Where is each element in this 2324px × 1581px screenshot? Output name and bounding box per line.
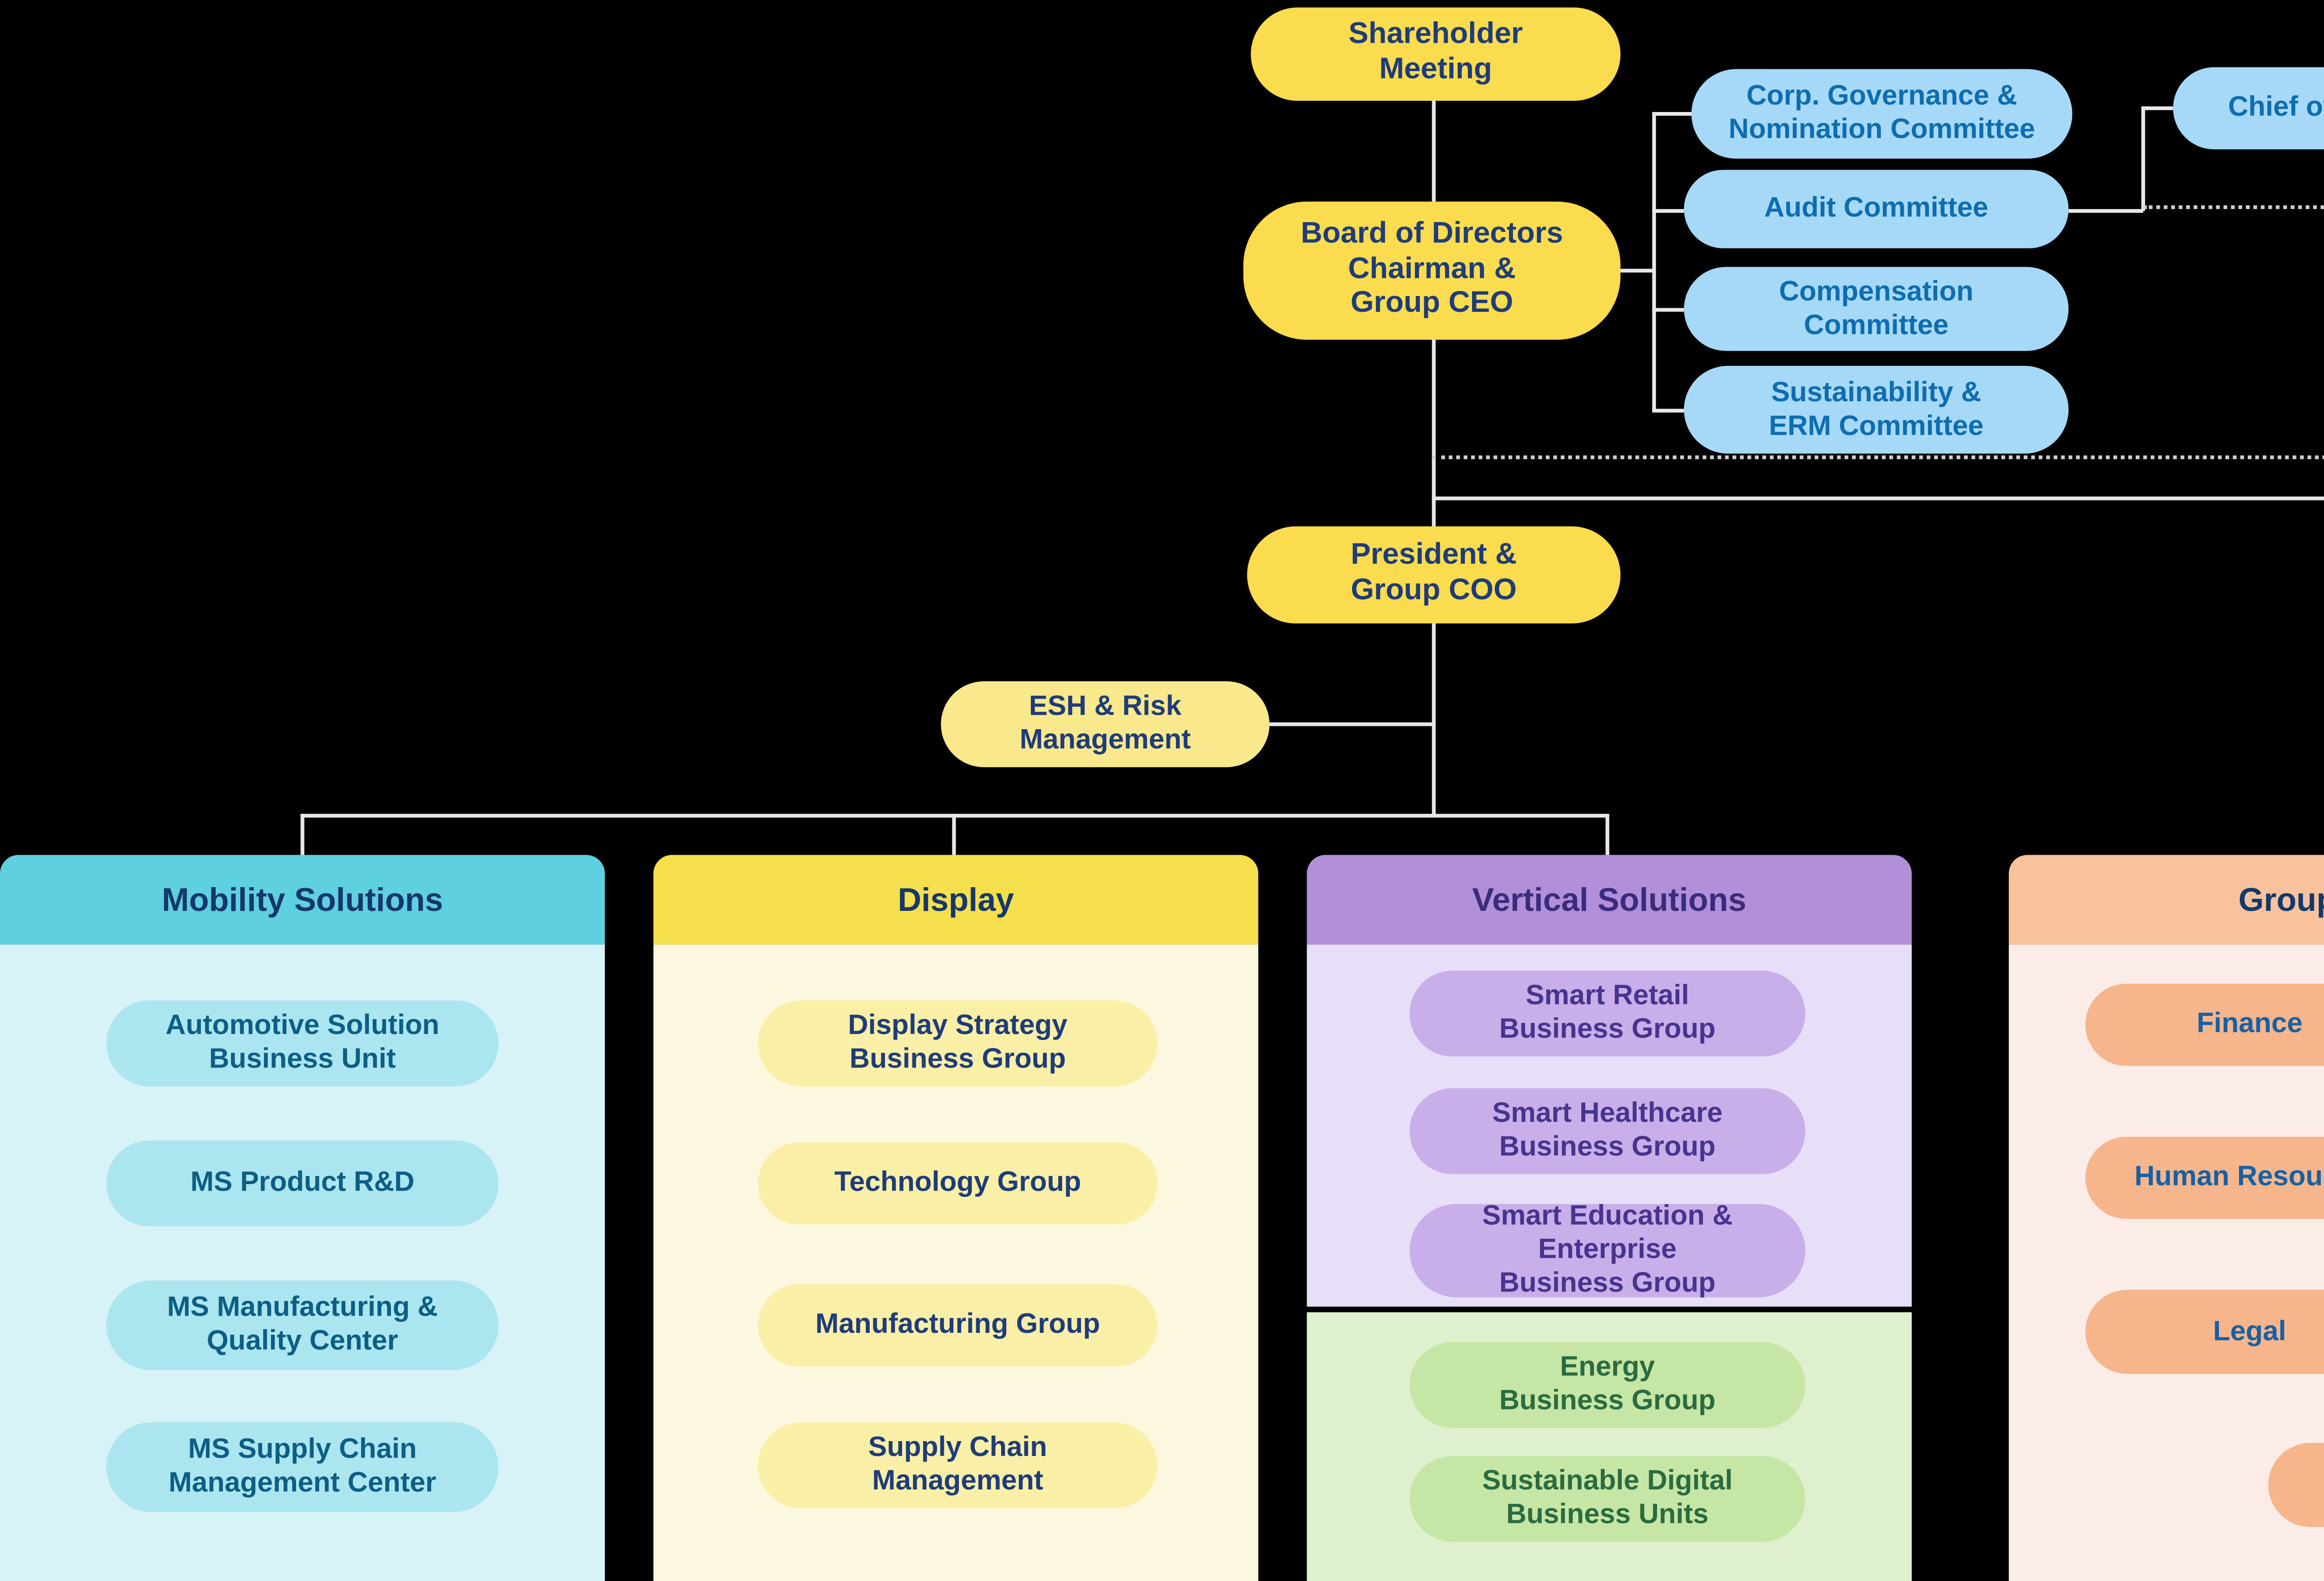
connector-line [952, 814, 956, 855]
node-esh-risk-management: ESH & Risk Management [941, 681, 1270, 767]
connector-line [2068, 209, 2144, 213]
connector-line [1620, 269, 1654, 273]
dept-item: Automotive Solution Business Unit [106, 1000, 499, 1087]
dept-vertical-header: Vertical Solutions [1307, 855, 1912, 945]
connector-line [1652, 408, 1684, 413]
dept-mobility-header: Mobility Solutions [0, 855, 605, 945]
dept-item: Smart Healthcare Business Group [1409, 1088, 1806, 1174]
dept-item: Sustainable Digital Business Units [1409, 1456, 1806, 1542]
connector-line [1605, 814, 1610, 855]
dept-display-header: Display [653, 855, 1259, 945]
node-shareholder-meeting: Shareholder Meeting [1251, 7, 1621, 101]
dept-item: Technology Group [758, 1142, 1158, 1225]
connector-line [1652, 308, 1684, 312]
connector-line [1432, 340, 1436, 527]
connector-line [1652, 112, 1656, 411]
connector-line [1432, 100, 1436, 202]
node-president-group-coo: President & Group COO [1247, 526, 1621, 624]
dept-item: Human Resource [2085, 1137, 2324, 1219]
connector-line [1652, 209, 1684, 213]
dept-item: MS Manufacturing & Quality Center [106, 1280, 499, 1370]
connector-line [1269, 722, 1434, 726]
dept-item: Smart Retail Business Group [1409, 970, 1806, 1057]
connector-line [300, 814, 304, 855]
dept-item: Manufacturing Group [758, 1284, 1158, 1367]
dotted-connector-line [2143, 205, 2324, 209]
dept-item: Smart Education & Enterprise Business Gr… [1409, 1201, 1806, 1299]
node-committee-compensation: Compensation Committee [1684, 267, 2069, 351]
dotted-connector-line [1432, 455, 2324, 460]
connector-line [2141, 106, 2146, 211]
dept-item: Display Strategy Business Group [758, 1000, 1158, 1087]
dept-item: Energy Business Group [1409, 1342, 1806, 1428]
connector-line [1652, 112, 1692, 116]
node-committee-sustainability-erm: Sustainability & ERM Committee [1684, 366, 2069, 454]
dept-item: MS Supply Chain Management Center [106, 1422, 499, 1512]
connector-line [1432, 623, 1436, 816]
dept-item: Finance [2085, 983, 2324, 1066]
dept-item: Legal [2085, 1290, 2324, 1374]
node-board-of-directors: Board of Directors Chairman & Group CEO [1243, 201, 1621, 340]
dept-item: MS Product R&D [106, 1140, 499, 1226]
dept-item: Supply Chain Management [758, 1422, 1158, 1509]
node-committee-governance: Corp. Governance & Nomination Committee [1691, 69, 2073, 159]
node-chief-of-compliance: Chief of Compliance [2173, 67, 2324, 150]
connector-line [1432, 496, 2324, 501]
dept-infra-header: Group Infrastructure Unit [2008, 855, 2324, 945]
connector-line [2141, 106, 2173, 110]
node-committee-audit: Audit Committee [1684, 170, 2069, 249]
